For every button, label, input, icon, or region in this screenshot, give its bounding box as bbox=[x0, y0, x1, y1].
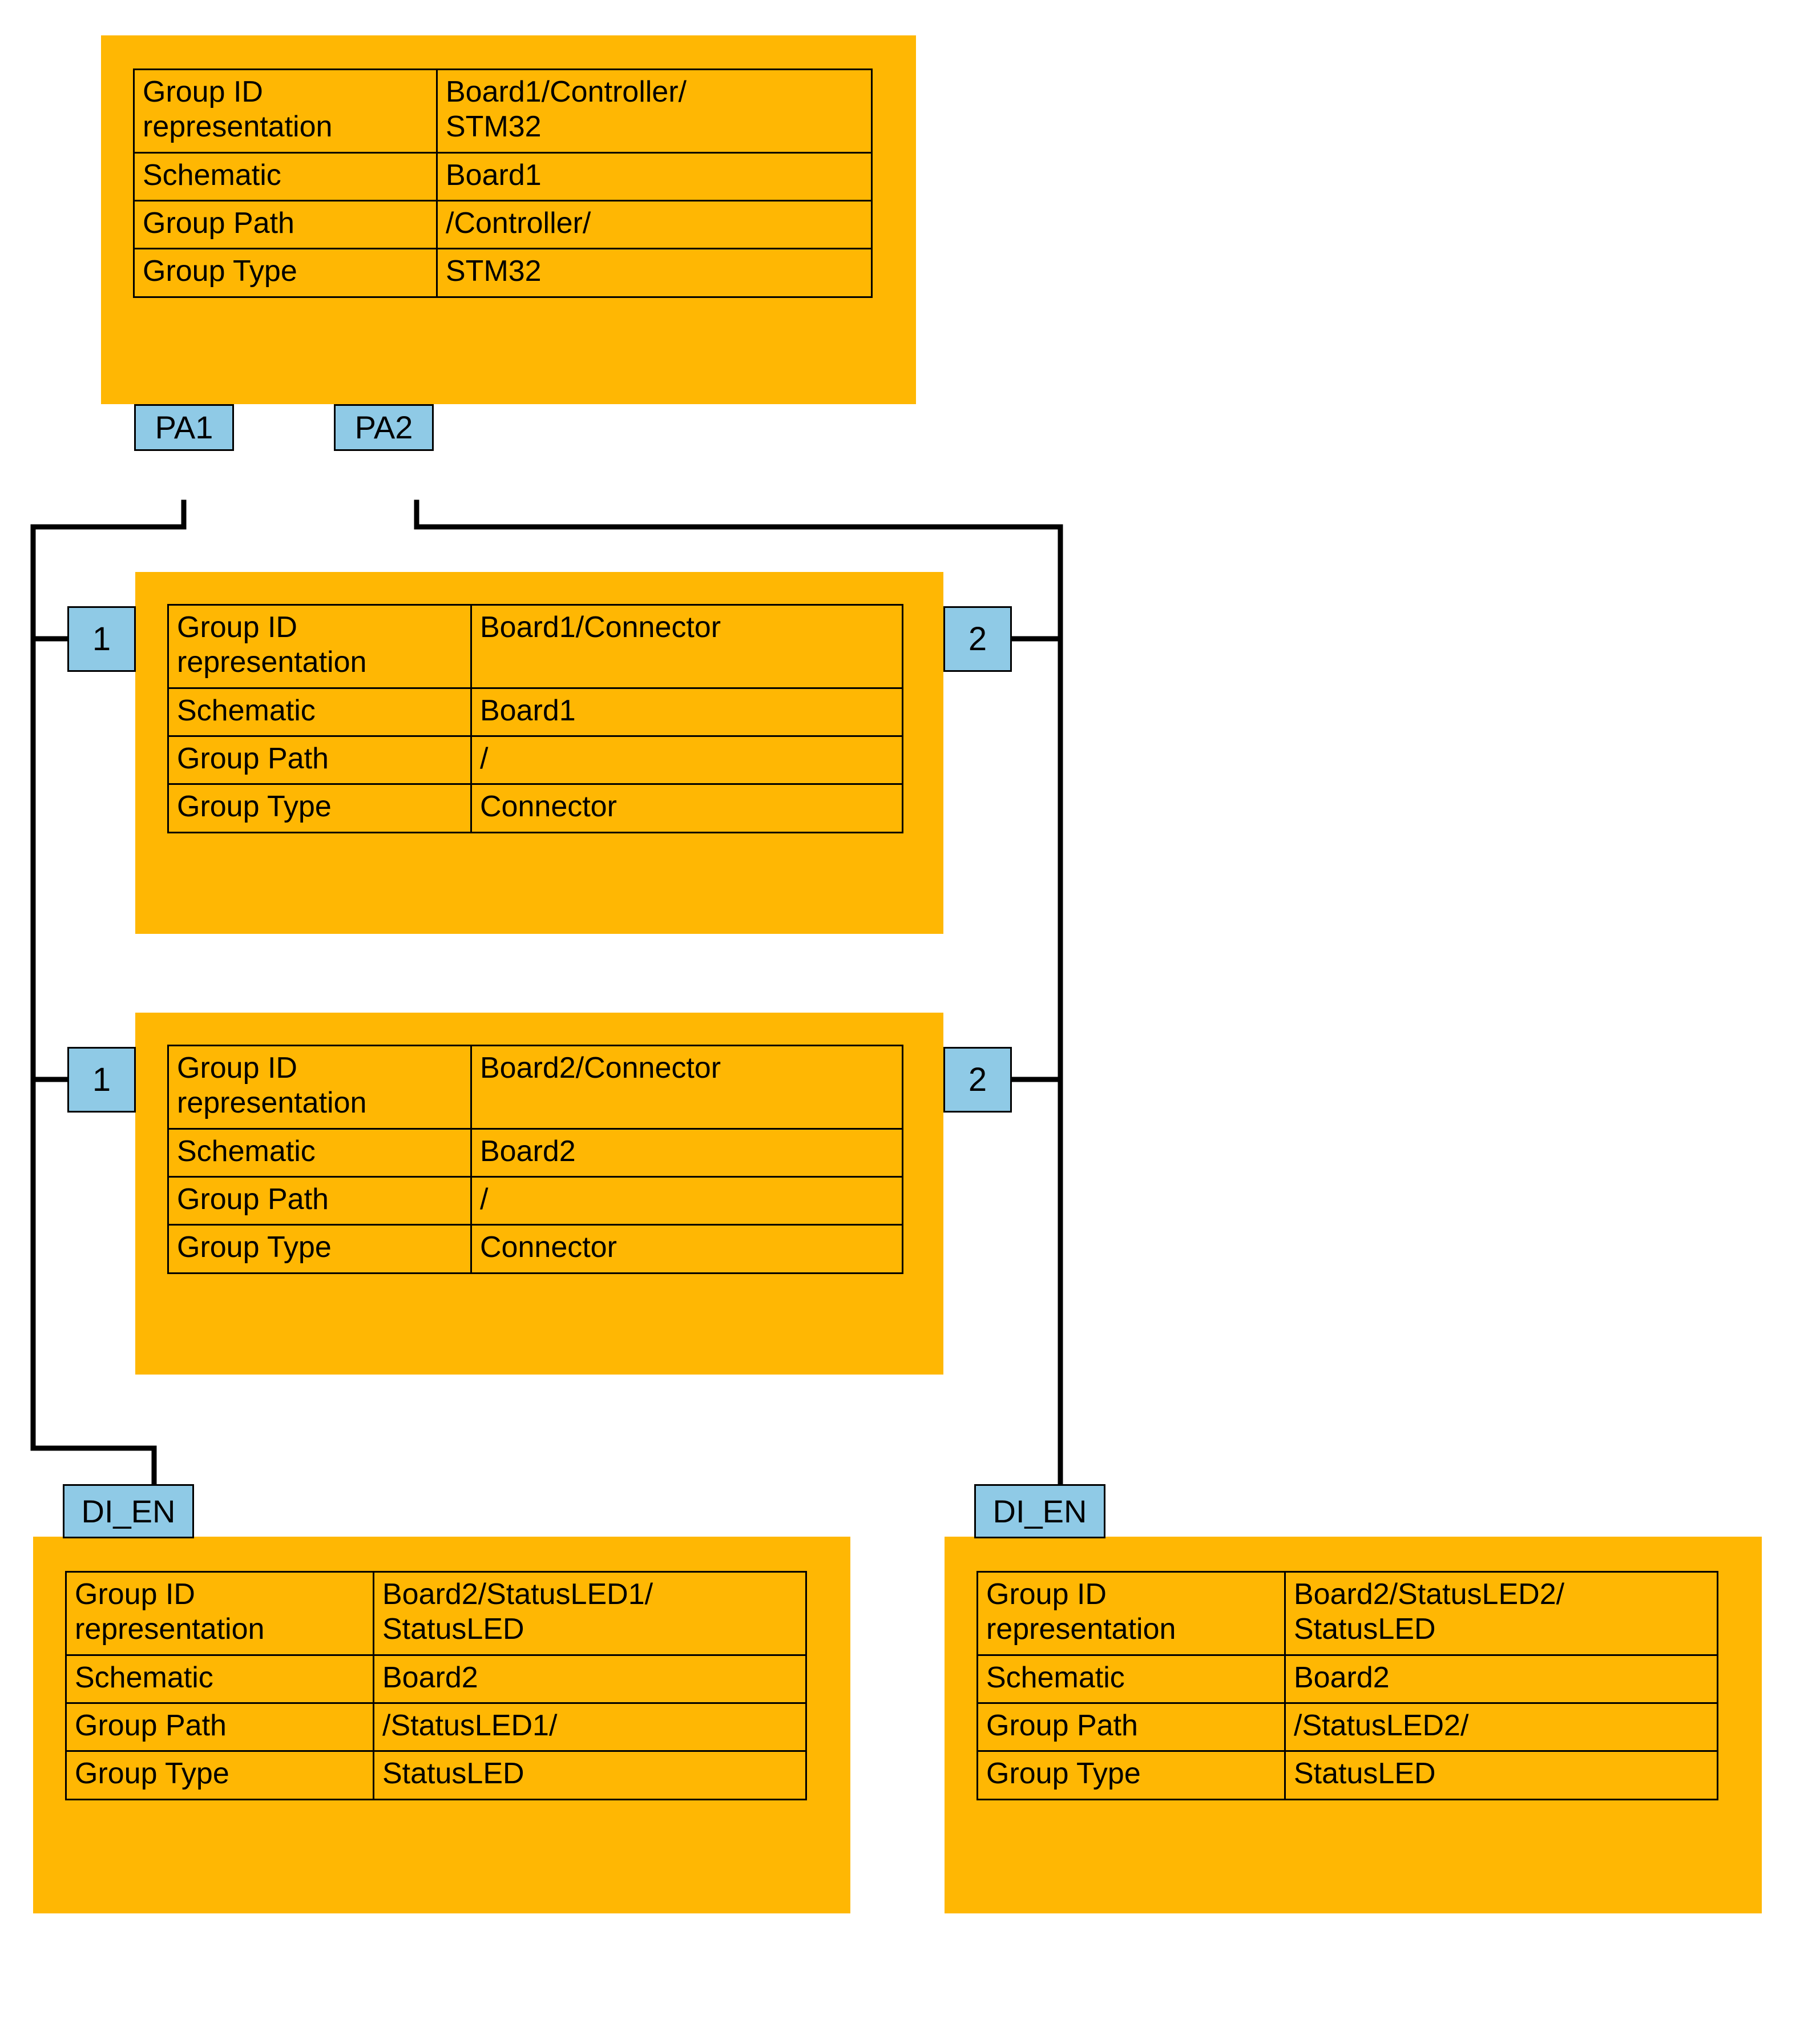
prop-key-group-id: Group ID representation bbox=[167, 1045, 472, 1130]
port-board2-connector-1[interactable]: 1 bbox=[67, 1047, 136, 1113]
wire-pa1-to-dien1 bbox=[30, 1445, 157, 1487]
prop-value-schematic: Board1 bbox=[470, 687, 903, 738]
port-pa2[interactable]: PA2 bbox=[334, 404, 434, 451]
prop-key-group-id: Group ID representation bbox=[976, 1571, 1286, 1656]
port-statusled2-di-en[interactable]: DI_EN bbox=[974, 1484, 1105, 1538]
prop-value-group-type: Connector bbox=[470, 783, 903, 833]
prop-value-group-path: / bbox=[470, 735, 903, 785]
table-row: Group Path /Controller/ bbox=[133, 200, 873, 250]
prop-key-group-path: Group Path bbox=[65, 1702, 374, 1752]
port-label: 1 bbox=[92, 620, 111, 658]
table-row: Group Type Connector bbox=[167, 1224, 903, 1274]
prop-key-group-id: Group ID representation bbox=[65, 1571, 374, 1656]
property-table-statusled1: Group ID representation Board2/StatusLED… bbox=[65, 1571, 807, 1800]
prop-value-group-id: Board1/Connector bbox=[470, 604, 903, 689]
port-statusled1-di-en[interactable]: DI_EN bbox=[63, 1484, 194, 1538]
prop-key-group-path: Group Path bbox=[167, 1176, 472, 1226]
prop-value-schematic: Board2 bbox=[470, 1127, 903, 1178]
prop-value-group-type: StatusLED bbox=[373, 1750, 807, 1800]
prop-value-group-path: /Controller/ bbox=[436, 200, 873, 250]
port-pa1[interactable]: PA1 bbox=[134, 404, 234, 451]
port-label: PA2 bbox=[354, 409, 413, 445]
table-row: Schematic Board2 bbox=[65, 1654, 807, 1704]
port-label: PA1 bbox=[155, 409, 213, 445]
property-table-controller-stm32: Group ID representation Board1/Controlle… bbox=[133, 68, 873, 298]
table-row: Group ID representation Board2/StatusLED… bbox=[976, 1571, 1718, 1656]
prop-key-group-id: Group ID representation bbox=[167, 604, 472, 689]
prop-value-group-path: / bbox=[470, 1176, 903, 1226]
prop-value-group-id: Board2/StatusLED1/ StatusLED bbox=[373, 1571, 807, 1656]
prop-value-group-type: STM32 bbox=[436, 248, 873, 298]
table-row: Group Type STM32 bbox=[133, 248, 873, 298]
table-row: Group Path / bbox=[167, 735, 903, 785]
prop-key-group-id: Group ID representation bbox=[133, 68, 438, 154]
port-label: DI_EN bbox=[992, 1493, 1087, 1529]
table-row: Group ID representation Board1/Controlle… bbox=[133, 68, 873, 154]
port-label: 2 bbox=[968, 1061, 987, 1098]
prop-key-group-type: Group Type bbox=[133, 248, 438, 298]
prop-key-group-path: Group Path bbox=[167, 735, 472, 785]
property-table-statusled2: Group ID representation Board2/StatusLED… bbox=[976, 1571, 1718, 1800]
table-row: Schematic Board2 bbox=[167, 1127, 903, 1178]
port-board1-connector-2[interactable]: 2 bbox=[943, 606, 1012, 672]
prop-key-group-type: Group Type bbox=[167, 1224, 472, 1274]
prop-key-schematic: Schematic bbox=[167, 1127, 472, 1178]
table-row: Group ID representation Board2/Connector bbox=[167, 1045, 903, 1130]
table-row: Group Type StatusLED bbox=[976, 1750, 1718, 1800]
prop-value-schematic: Board2 bbox=[373, 1654, 807, 1704]
table-row: Group ID representation Board1/Connector bbox=[167, 604, 903, 689]
table-row: Group Path / bbox=[167, 1176, 903, 1226]
prop-key-group-path: Group Path bbox=[133, 200, 438, 250]
table-row: Group Path /StatusLED1/ bbox=[65, 1702, 807, 1752]
prop-key-schematic: Schematic bbox=[133, 151, 438, 202]
port-board1-connector-1[interactable]: 1 bbox=[67, 606, 136, 672]
table-row: Group ID representation Board2/StatusLED… bbox=[65, 1571, 807, 1656]
property-table-board2-connector: Group ID representation Board2/Connector… bbox=[167, 1045, 903, 1274]
port-label: 2 bbox=[968, 620, 987, 658]
prop-key-group-type: Group Type bbox=[65, 1750, 374, 1800]
prop-value-group-type: StatusLED bbox=[1284, 1750, 1718, 1800]
prop-value-group-path: /StatusLED1/ bbox=[373, 1702, 807, 1752]
property-table-board1-connector: Group ID representation Board1/Connector… bbox=[167, 604, 903, 833]
prop-key-schematic: Schematic bbox=[976, 1654, 1286, 1704]
prop-value-schematic: Board2 bbox=[1284, 1654, 1718, 1704]
prop-value-group-id: Board2/Connector bbox=[470, 1045, 903, 1130]
prop-value-group-id: Board2/StatusLED2/ StatusLED bbox=[1284, 1571, 1718, 1656]
table-row: Group Type StatusLED bbox=[65, 1750, 807, 1800]
prop-key-group-type: Group Type bbox=[167, 783, 472, 833]
table-row: Schematic Board2 bbox=[976, 1654, 1718, 1704]
port-label: DI_EN bbox=[81, 1493, 176, 1529]
prop-value-schematic: Board1 bbox=[436, 151, 873, 202]
table-row: Group Type Connector bbox=[167, 783, 903, 833]
table-row: Schematic Board1 bbox=[133, 151, 873, 202]
port-label: 1 bbox=[92, 1061, 111, 1098]
prop-key-group-path: Group Path bbox=[976, 1702, 1286, 1752]
prop-key-group-type: Group Type bbox=[976, 1750, 1286, 1800]
prop-value-group-type: Connector bbox=[470, 1224, 903, 1274]
prop-key-schematic: Schematic bbox=[65, 1654, 374, 1704]
table-row: Schematic Board1 bbox=[167, 687, 903, 738]
prop-value-group-id: Board1/Controller/ STM32 bbox=[436, 68, 873, 154]
prop-key-schematic: Schematic bbox=[167, 687, 472, 738]
table-row: Group Path /StatusLED2/ bbox=[976, 1702, 1718, 1752]
port-board2-connector-2[interactable]: 2 bbox=[943, 1047, 1012, 1113]
prop-value-group-path: /StatusLED2/ bbox=[1284, 1702, 1718, 1752]
